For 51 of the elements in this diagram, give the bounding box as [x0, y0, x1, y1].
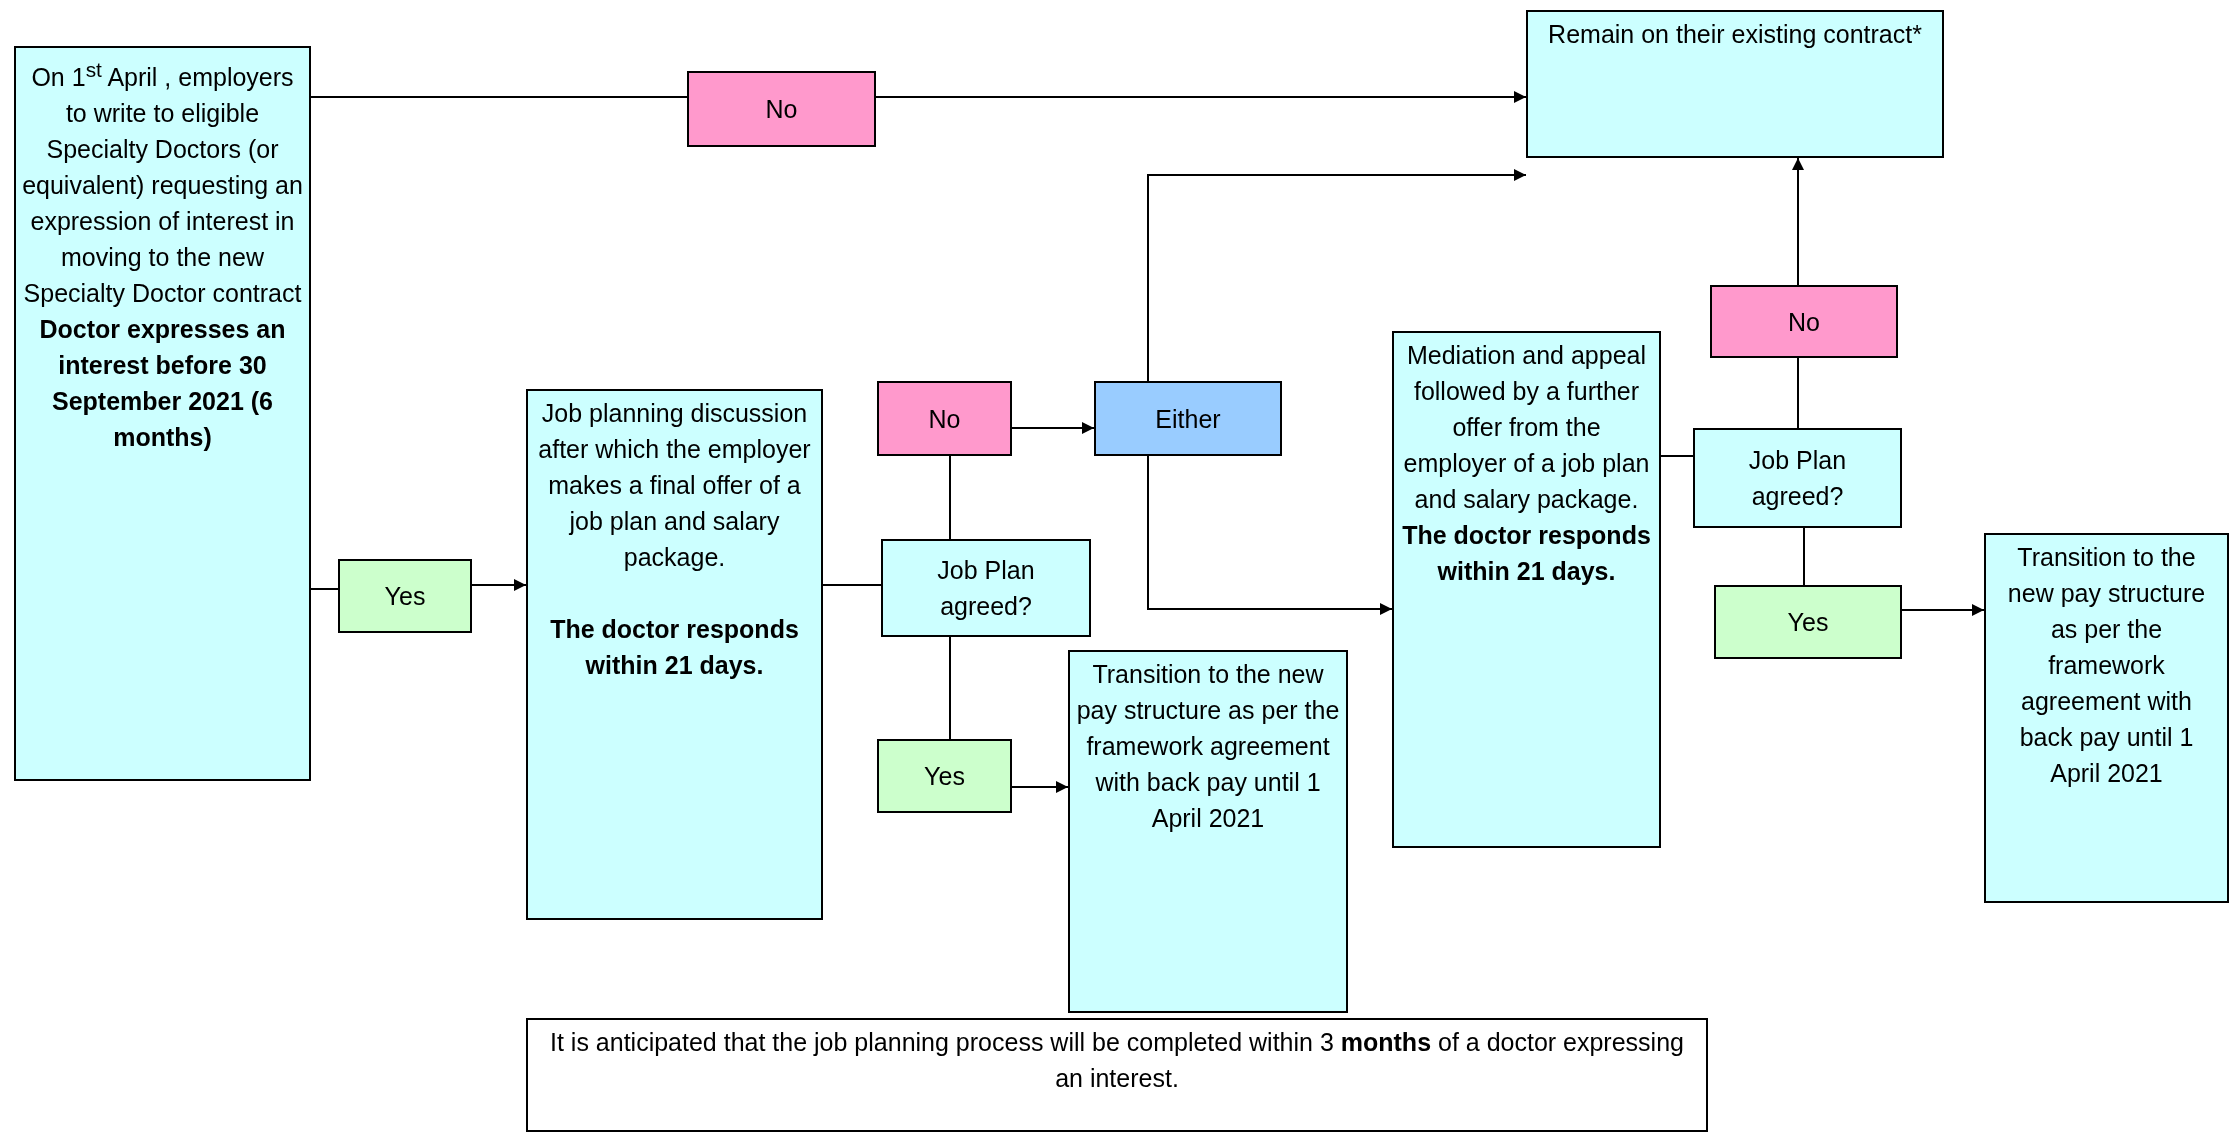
decision-label	[877, 739, 1012, 813]
choice-box	[1094, 381, 1282, 456]
box-text: Remain on their existing contract*	[1547, 19, 1923, 50]
box-text: Job Plan agreed?	[936, 555, 1036, 622]
outcome-box	[1526, 10, 1944, 158]
process-box	[14, 46, 311, 781]
box-text: Yes	[1786, 607, 1830, 638]
connector-line	[1660, 455, 1694, 457]
connector-line	[1803, 527, 1805, 586]
decision-label	[1714, 585, 1902, 659]
outcome-box	[1984, 533, 2229, 903]
box-text: Transition to the new pay structure as per the framework agreement with back pay until 1 April 2021	[1076, 659, 1340, 834]
decision-label	[877, 381, 1012, 456]
box-text: Yes	[923, 761, 966, 792]
box-text: No	[927, 403, 962, 435]
question-box	[881, 539, 1091, 637]
process-box	[526, 389, 823, 920]
arrow	[875, 91, 1527, 103]
box-text: Mediation and appeal followed by a further offer from the employer of a job plan and salary package.	[1402, 340, 1651, 515]
box-text: On 1$^{st}$ April , employers to write to eligible Specialty Doctors (or equivalent) requesting an expression of interest in moving to the new Specialty Doctor contract	[22, 57, 303, 310]
connector-line	[949, 636, 951, 740]
emphasis-text: Doctor expresses an interest before 30 September 2021 (6 months)	[38, 314, 287, 454]
box-text: Either	[1154, 403, 1222, 435]
connector-line	[310, 588, 339, 590]
arrow	[1792, 157, 1804, 286]
process-box	[1392, 331, 1661, 848]
box-text: No	[1787, 306, 1821, 338]
outcome-box	[1068, 650, 1348, 1013]
arrow	[1011, 422, 1095, 434]
decision-label	[687, 71, 876, 147]
arrow	[1147, 455, 1393, 615]
connector-line	[310, 96, 688, 98]
note-box	[526, 1018, 1708, 1132]
question-box	[1693, 428, 1902, 528]
connector-line	[949, 455, 951, 540]
connector-line	[1797, 357, 1799, 429]
emphasis-text: The doctor responds within 21 days.	[1401, 520, 1652, 587]
arrow	[1901, 604, 1985, 616]
box-text: Transition to the new pay structure as per the framework agreement with back pay until 1 April 2021	[2006, 542, 2207, 789]
arrow	[1011, 781, 1069, 793]
connector-line	[822, 584, 882, 586]
decision-label	[1710, 285, 1898, 358]
decision-label	[338, 559, 472, 633]
box-text: It is anticipated that the job planning process will be completed within 3 months of a doctor expressing an interest.	[549, 1027, 1685, 1094]
emphasis-text: The doctor responds within 21 days.	[549, 614, 800, 681]
box-text: Job Plan agreed?	[1747, 445, 1848, 512]
box-text: Job planning discussion after which the employer makes a final offer of a job plan and salary package.	[537, 398, 812, 573]
box-text: Yes	[383, 581, 427, 612]
arrow	[471, 579, 527, 591]
box-text: No	[764, 94, 799, 125]
arrow	[1147, 169, 1527, 382]
